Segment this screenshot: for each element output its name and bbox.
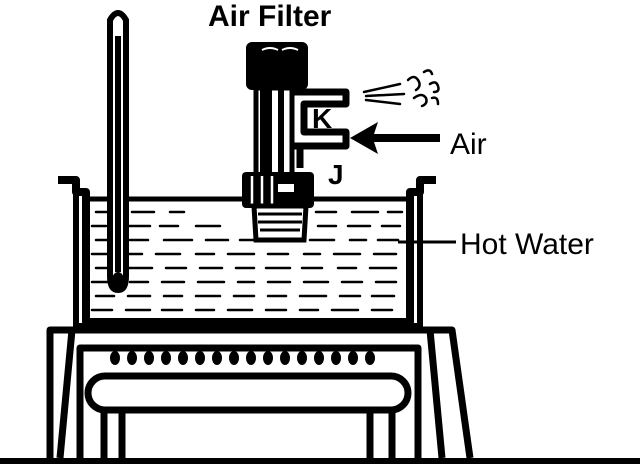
filter-fitting [242, 172, 314, 208]
hot-water-label: Hot Water [460, 228, 594, 261]
air-label: Air [450, 128, 487, 161]
filter-tube [253, 85, 295, 183]
water-ripples [90, 210, 404, 312]
water-bath [58, 176, 436, 329]
ground-line [0, 458, 640, 464]
air-inlet-arrow [350, 122, 440, 154]
port-k-label: K [312, 103, 332, 134]
air-filter-cap [246, 42, 308, 90]
burner-stand [46, 326, 474, 459]
burner-flames [110, 351, 375, 365]
air-filter-label: Air Filter [208, 0, 332, 33]
submerged-filter [251, 203, 309, 243]
thermometer [107, 10, 129, 294]
port-j-label: J [328, 159, 344, 190]
outgoing-air-spray [362, 69, 440, 108]
side-arm [292, 88, 350, 168]
